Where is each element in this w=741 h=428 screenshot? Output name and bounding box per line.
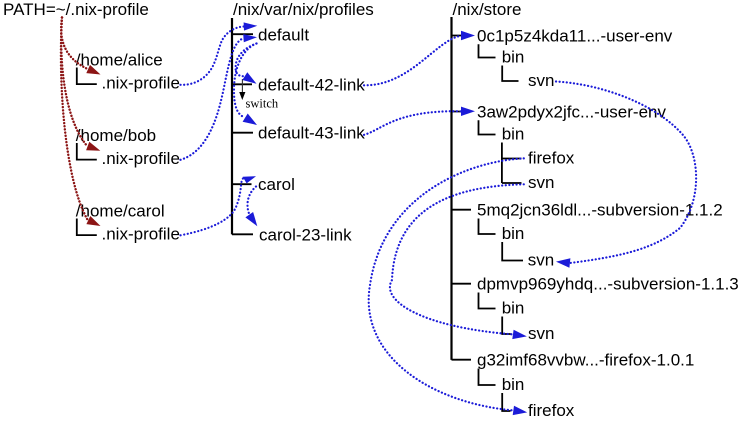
svg-text:.nix-profile: .nix-profile: [102, 73, 180, 92]
svg-text:svn: svn: [528, 71, 554, 90]
svg-text:bin: bin: [502, 48, 525, 67]
svg-text:3aw2pdyx2jfc...-user-env: 3aw2pdyx2jfc...-user-env: [477, 102, 666, 121]
svg-text:firefox: firefox: [528, 401, 575, 420]
svg-text:/nix/store: /nix/store: [453, 0, 522, 19]
svg-text:g32imf68vvbw...-firefox-1.0.1: g32imf68vvbw...-firefox-1.0.1: [477, 351, 694, 370]
svg-text:dpmvp969yhdq...-subversion-1.1: dpmvp969yhdq...-subversion-1.1.3: [477, 275, 739, 294]
svg-text:default-42-link: default-42-link: [258, 75, 365, 94]
svg-text:carol: carol: [258, 175, 295, 194]
svg-text:0c1p5z4kda11...-user-env: 0c1p5z4kda11...-user-env: [477, 26, 673, 45]
svg-text:/home/alice: /home/alice: [76, 51, 163, 70]
svg-text:bin: bin: [502, 224, 525, 243]
svg-text:/nix/var/nix/profiles: /nix/var/nix/profiles: [233, 0, 374, 19]
svg-text:default-43-link: default-43-link: [258, 124, 365, 143]
svg-text:firefox: firefox: [528, 149, 575, 168]
svg-text:/home/carol: /home/carol: [76, 202, 165, 221]
svg-text:/home/bob: /home/bob: [76, 126, 156, 145]
svg-text:svn: svn: [528, 251, 554, 270]
svg-text:svn: svn: [528, 324, 554, 343]
svg-text:svn: svn: [528, 173, 554, 192]
svg-text:bin: bin: [502, 375, 525, 394]
svg-text:default: default: [258, 25, 309, 44]
svg-text:.nix-profile: .nix-profile: [102, 149, 180, 168]
svg-text:switch: switch: [246, 97, 279, 111]
svg-text:carol-23-link: carol-23-link: [259, 225, 352, 244]
svg-text:.nix-profile: .nix-profile: [102, 224, 180, 243]
svg-text:PATH=~/.nix-profile: PATH=~/.nix-profile: [3, 0, 149, 19]
svg-text:bin: bin: [502, 299, 525, 318]
svg-text:5mq2jcn36ldl...-subversion-1.1: 5mq2jcn36ldl...-subversion-1.1.2: [477, 201, 723, 220]
svg-text:bin: bin: [502, 125, 525, 144]
